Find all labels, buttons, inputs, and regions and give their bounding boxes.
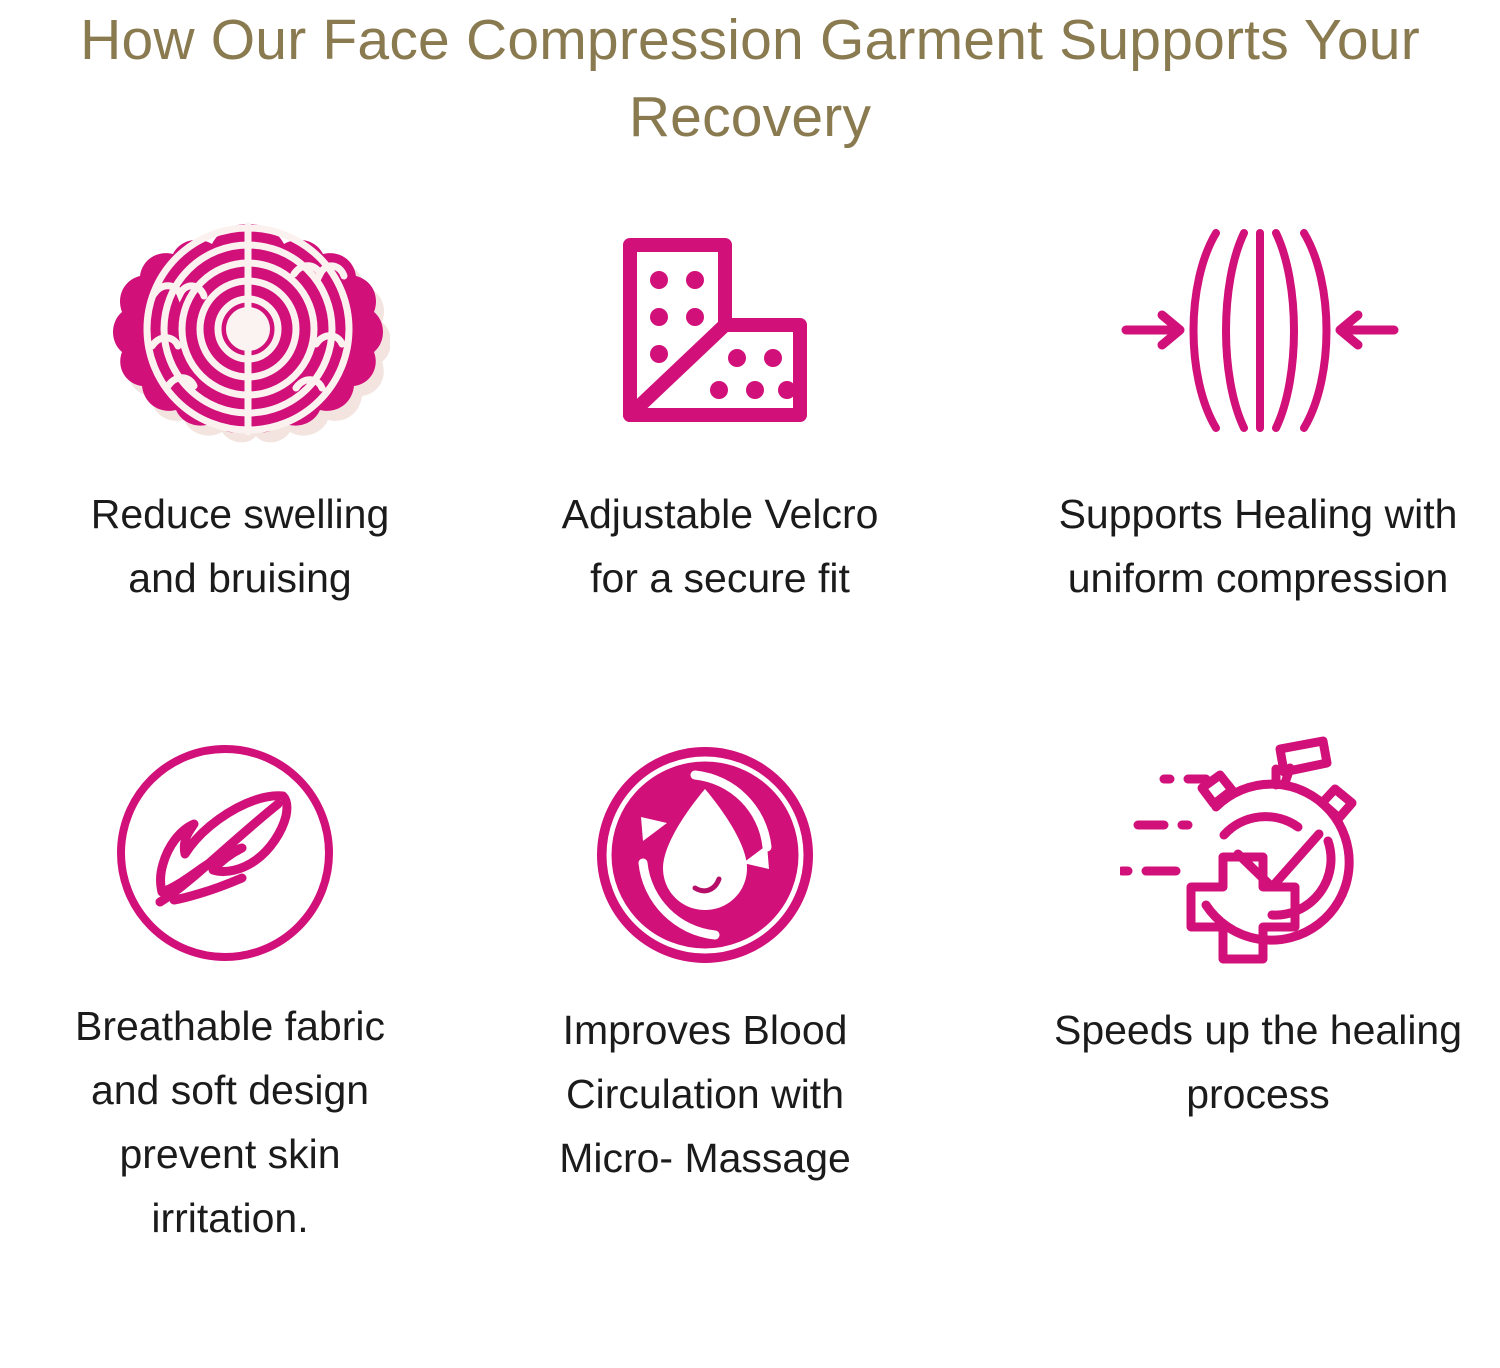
feature-item-breathable-fabric: Breathable fabric and soft design preven… — [0, 730, 480, 1250]
caption-line: and bruising — [128, 555, 352, 601]
page-title-line-2: Recovery — [628, 85, 872, 149]
page-title-line-1: How Our Face Compression Garment Support… — [80, 8, 1420, 72]
caption-line: process — [1186, 1071, 1330, 1117]
feature-caption: Reduce swelling and bruising — [0, 460, 480, 610]
feature-item-speeds-healing: Speeds up the healing process — [960, 730, 1500, 1250]
feature-item-blood-circulation: Improves Blood Circulation with Micro- M… — [480, 730, 960, 1250]
caption-line: Reduce swelling — [90, 491, 390, 537]
feature-caption: Speeds up the healing process — [988, 980, 1500, 1126]
caption-line: Breathable fabric — [75, 1003, 385, 1049]
caption-line: and soft design — [90, 1067, 370, 1113]
feature-caption: Breathable fabric and soft design preven… — [0, 976, 470, 1250]
caption-line: Adjustable Velcro — [561, 491, 879, 537]
caption-line: Circulation with — [566, 1071, 844, 1117]
velcro-strap-icon — [475, 200, 955, 460]
stopwatch-healing-speed-icon — [985, 730, 1500, 980]
caption-line: Micro- Massage — [559, 1135, 851, 1181]
feature-item-adjustable-velcro: Adjustable Velcro for a secure fit — [480, 200, 960, 730]
feature-caption: Adjustable Velcro for a secure fit — [480, 460, 960, 610]
feature-row-1: Reduce swelling and bruising — [0, 200, 1500, 730]
caption-line: prevent skin — [119, 1131, 341, 1177]
caption-line: Improves Blood — [562, 1007, 848, 1053]
caption-line: irritation. — [151, 1195, 309, 1241]
feature-row-2: Breathable fabric and soft design preven… — [0, 730, 1500, 1250]
feature-caption: Supports Healing with uniform compressio… — [988, 460, 1500, 610]
feature-item-uniform-compression: Supports Healing with uniform compressio… — [960, 200, 1500, 730]
feature-grid: Reduce swelling and bruising — [0, 200, 1500, 1250]
feather-breathable-icon — [0, 730, 465, 976]
caption-line: for a secure fit — [590, 555, 850, 601]
swelling-bruising-icon — [5, 200, 485, 460]
caption-line: uniform compression — [1067, 555, 1449, 601]
feature-item-reduce-swelling: Reduce swelling and bruising — [0, 200, 480, 730]
caption-line: Speeds up the healing — [1053, 1007, 1463, 1053]
caption-line: Supports Healing with — [1058, 491, 1458, 537]
feature-caption: Improves Blood Circulation with Micro- M… — [465, 980, 945, 1190]
uniform-compression-icon — [990, 200, 1500, 460]
blood-circulation-droplet-icon — [465, 730, 945, 980]
page-title: How Our Face Compression Garment Support… — [0, 0, 1500, 156]
